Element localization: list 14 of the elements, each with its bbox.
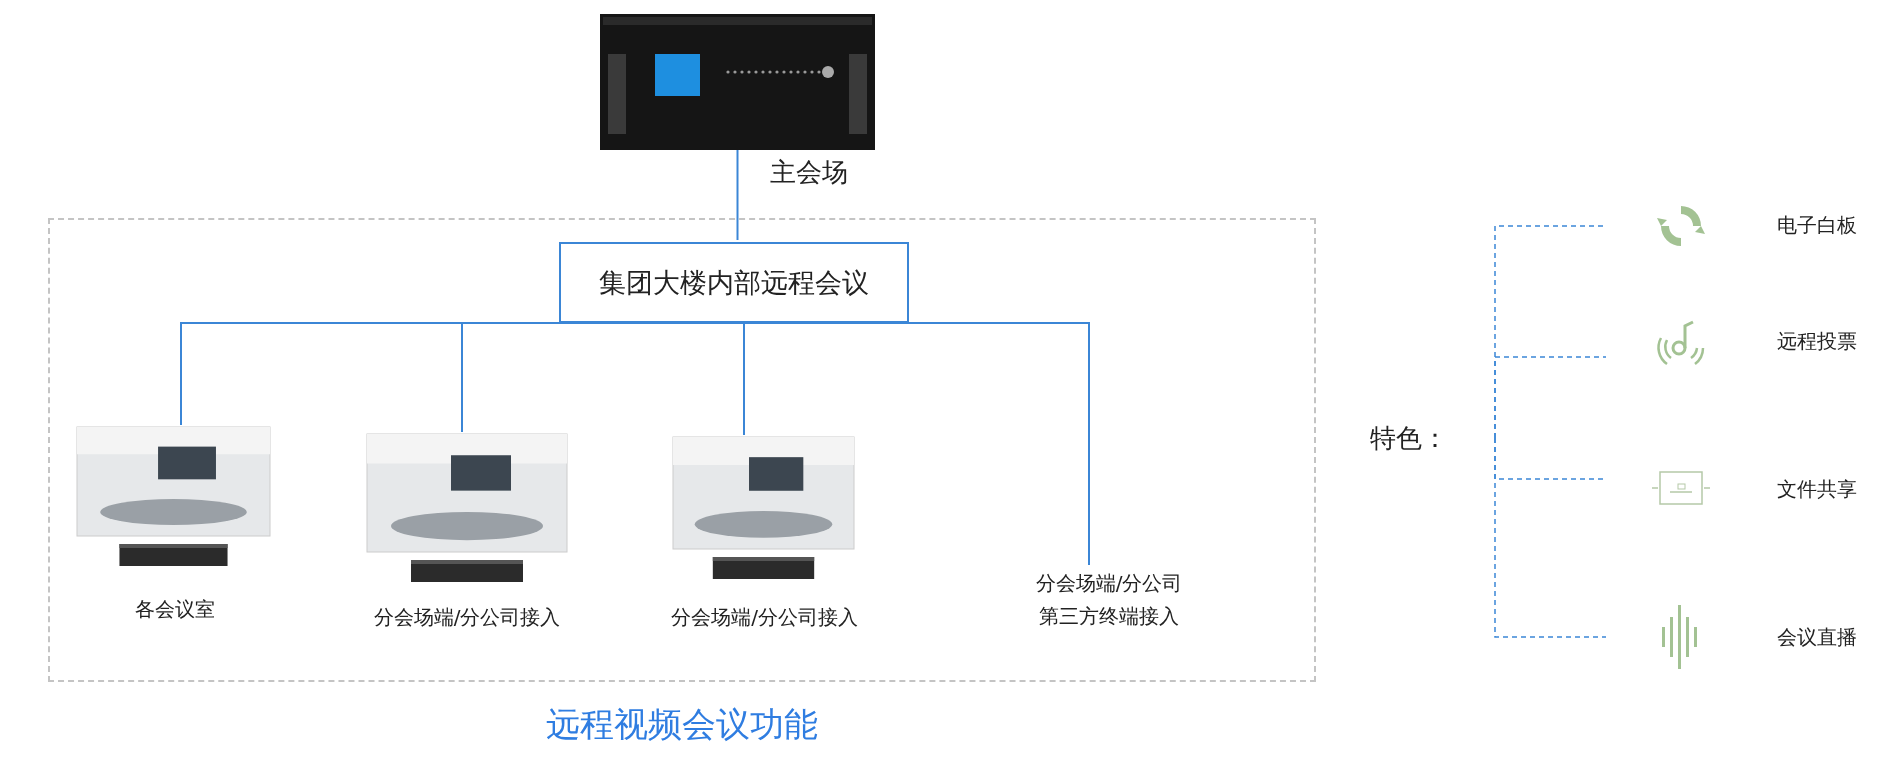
caption-label: 会议直播 — [1777, 624, 1858, 651]
caption-label: 分会场端/分公司接入 — [372, 604, 562, 631]
connector-line — [736, 149, 739, 241]
process-box: 集团大楼内部远程会议 — [559, 242, 909, 323]
caption-label: 主会场 — [770, 156, 849, 189]
caption-label: 远程投票 — [1777, 328, 1858, 355]
caption-label: 各会议室 — [133, 596, 216, 623]
section-title: 远程视频会议功能 — [545, 703, 819, 746]
connector-line — [1494, 356, 1607, 439]
feature-heading: 特色： — [1370, 418, 1460, 458]
connector-line — [1494, 437, 1607, 638]
caption-label: 电子白板 — [1777, 212, 1858, 239]
caption-label: 文件共享 — [1777, 476, 1858, 503]
caption-label: 分会场端/分公司接入 — [670, 604, 859, 631]
